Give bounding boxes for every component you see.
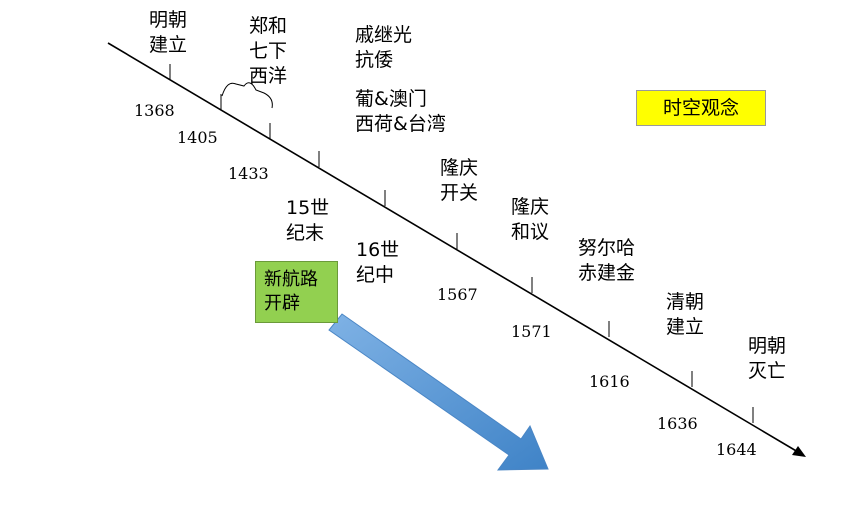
concept-box: 时空观念 (636, 90, 766, 126)
year-label-1368: 1368 (134, 101, 175, 120)
event-label-zheng-he: 郑和 七下 西洋 (249, 15, 288, 87)
year-label-1433: 1433 (228, 164, 269, 183)
event-label-ming-founded: 明朝 建立 (149, 9, 188, 56)
year-label-1636: 1636 (657, 414, 698, 433)
year-label-1644: 1644 (716, 440, 757, 459)
event-label-ming-fall: 明朝 灭亡 (748, 335, 787, 382)
event-label-qi-jiguang: 戚继光 抗倭 (355, 24, 413, 71)
trend-arrow-shape (328, 313, 549, 471)
event-label-qing-founded: 清朝 建立 (666, 291, 705, 338)
year-label-1571: 1571 (511, 322, 552, 341)
timeline-axis (107, 42, 799, 453)
event-label-portugal-macau: 葡&澳门 西荷&台湾 (355, 88, 446, 135)
timeline-arrowhead (792, 446, 806, 457)
zhenghe-bracket (221, 82, 273, 109)
event-label-longqing-open: 隆庆 开关 (440, 157, 479, 204)
timeline-diagram: 明朝 建立 郑和 七下 西洋 戚继光 抗倭 葡&澳门 西荷&台湾 15世 纪末 … (107, 9, 806, 471)
event-label-longqing-peace: 隆庆 和议 (511, 196, 550, 243)
event-label-16th-century-mid: 16世 纪中 (356, 239, 400, 286)
year-label-1567: 1567 (437, 285, 478, 304)
year-label-1405: 1405 (177, 128, 218, 147)
new-route-box: 新航路 开辟 (255, 261, 338, 323)
timeline-graphics (107, 42, 806, 471)
year-label-1616: 1616 (589, 372, 630, 391)
event-label-nurhaci: 努尔哈 赤建金 (578, 237, 636, 284)
event-label-15th-century-end: 15世 纪末 (286, 197, 330, 244)
